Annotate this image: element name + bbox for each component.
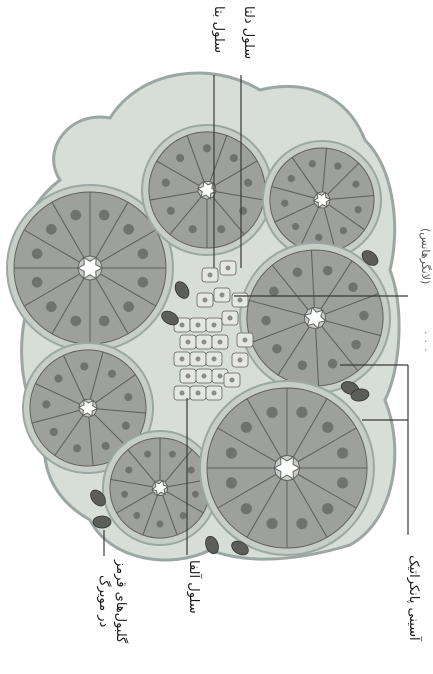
islet-nucleus bbox=[196, 323, 201, 328]
label-pancreatic-acinus: آسینی پانکراتیک bbox=[406, 555, 420, 641]
islet-nucleus bbox=[212, 357, 217, 362]
acinar-nucleus bbox=[99, 316, 110, 327]
islet-nucleus bbox=[212, 391, 217, 396]
islet-nucleus bbox=[208, 273, 213, 278]
label-beta-cell: سلول بتا bbox=[211, 6, 225, 53]
islet-nucleus bbox=[196, 391, 201, 396]
acinar-nucleus bbox=[123, 224, 134, 235]
acinar-nucleus bbox=[123, 301, 134, 312]
label-alpha-cell: سلول آلفا bbox=[186, 560, 200, 614]
label-rbc-line1: گلبول‌های قرمز bbox=[113, 560, 127, 643]
label-edge-text-b: ۰ ۰ ۰ bbox=[418, 330, 432, 352]
islet-nucleus bbox=[218, 374, 223, 379]
islet-nucleus bbox=[238, 298, 243, 303]
islet-nucleus bbox=[180, 323, 185, 328]
islet-nucleus bbox=[218, 340, 223, 345]
acinar-nucleus bbox=[337, 477, 348, 488]
acinar-nucleus bbox=[226, 448, 237, 459]
acinar-nucleus bbox=[267, 518, 278, 529]
acinar-nucleus bbox=[296, 407, 307, 418]
islet-nucleus bbox=[180, 357, 185, 362]
islet-nucleus bbox=[186, 374, 191, 379]
acinar-nucleus bbox=[226, 477, 237, 488]
islet-nucleus bbox=[186, 340, 191, 345]
red-blood-cell bbox=[93, 516, 111, 528]
acinar-nucleus bbox=[46, 301, 57, 312]
islet-nucleus bbox=[238, 358, 243, 363]
islet-nucleus bbox=[230, 378, 235, 383]
acinus bbox=[200, 381, 374, 555]
islet-nucleus bbox=[212, 323, 217, 328]
islet-nucleus bbox=[220, 293, 225, 298]
islet-nucleus bbox=[196, 357, 201, 362]
islet-nucleus bbox=[226, 266, 231, 271]
islet-nucleus bbox=[180, 391, 185, 396]
acinar-nucleus bbox=[32, 277, 43, 288]
label-rbc-line2: در مویرگ bbox=[96, 575, 110, 627]
acinar-nucleus bbox=[138, 277, 149, 288]
label-delta-cell: سلول دلتا bbox=[241, 6, 255, 59]
acinar-nucleus bbox=[296, 518, 307, 529]
acinar-nucleus bbox=[241, 422, 252, 433]
acinar-nucleus bbox=[70, 316, 81, 327]
islet-nucleus bbox=[202, 340, 207, 345]
acinar-nucleus bbox=[322, 503, 333, 514]
acinar-nucleus bbox=[337, 448, 348, 459]
acinar-nucleus bbox=[46, 224, 57, 235]
acinar-nucleus bbox=[70, 210, 81, 221]
label-edge-text-a: (لانگرهانس) bbox=[418, 228, 432, 284]
islet-nucleus bbox=[202, 374, 207, 379]
acinar-nucleus bbox=[322, 422, 333, 433]
islet-nucleus bbox=[243, 338, 248, 343]
acinar-nucleus bbox=[241, 503, 252, 514]
acinar-nucleus bbox=[138, 248, 149, 259]
acinar-nucleus bbox=[32, 248, 43, 259]
acinar-nucleus bbox=[99, 210, 110, 221]
islet-nucleus bbox=[228, 316, 233, 321]
acinar-nucleus bbox=[267, 407, 278, 418]
islet-nucleus bbox=[203, 298, 208, 303]
